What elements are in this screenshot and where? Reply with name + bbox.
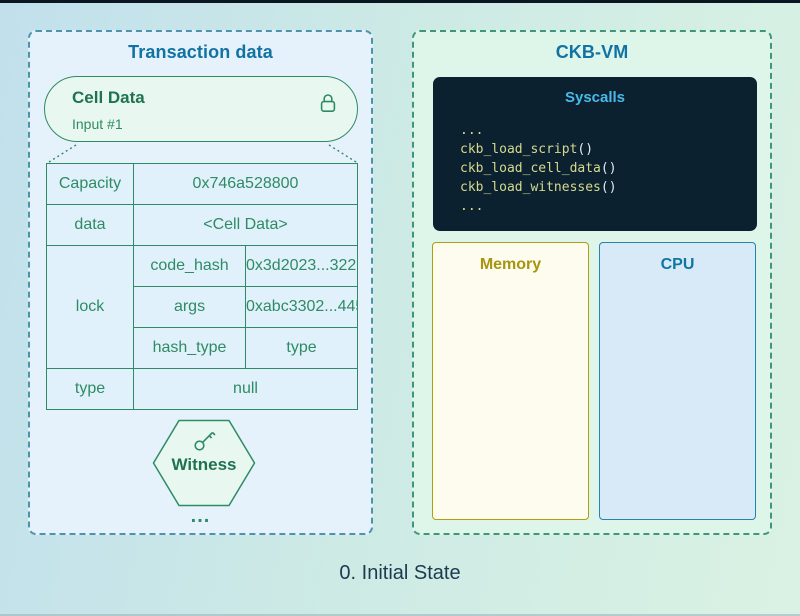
syscall-line: ckb_load_script() bbox=[460, 140, 617, 159]
transaction-data-title: Transaction data bbox=[128, 42, 273, 62]
top-edge-bar bbox=[0, 0, 800, 3]
syscall-line: ... bbox=[460, 121, 617, 140]
codehash-value-cell: 0x3d2023...3221 bbox=[245, 245, 358, 287]
cpu-label: CPU bbox=[660, 256, 695, 273]
syscall-name: ckb_load_witnesses bbox=[460, 180, 601, 195]
syscall-name: ... bbox=[460, 123, 484, 138]
args-key-cell: args bbox=[133, 286, 246, 328]
hashtype-value-cell: type bbox=[245, 327, 358, 369]
syscall-name: ckb_load_script bbox=[460, 142, 578, 157]
transaction-data-panel: Transaction data Cell Data Input #1 Capa… bbox=[28, 30, 373, 535]
lock-label-cell: lock bbox=[46, 245, 134, 369]
table-row-lock-hashtype: hash_type type bbox=[47, 327, 358, 369]
codehash-key-cell: code_hash bbox=[133, 245, 246, 287]
syscall-line: ckb_load_witnesses() bbox=[460, 178, 617, 197]
caption: 0. Initial State bbox=[339, 562, 461, 584]
table-row-lock-codehash: lock code_hash 0x3d2023...3221 bbox=[46, 245, 358, 369]
ckb-vm-title: CKB-VM bbox=[555, 42, 629, 62]
syscall-line: ... bbox=[460, 197, 617, 216]
syscalls-title: Syscalls bbox=[564, 89, 626, 106]
memory-box: Memory bbox=[432, 242, 589, 520]
type-value-cell: null bbox=[133, 368, 358, 410]
syscall-name: ckb_load_cell_data bbox=[460, 161, 601, 176]
syscalls-code: ... ckb_load_script() ckb_load_cell_data… bbox=[460, 121, 617, 216]
hashtype-key-cell: hash_type bbox=[133, 327, 246, 369]
hexagon-shape bbox=[152, 419, 256, 507]
syscall-parens: () bbox=[600, 161, 617, 176]
witness-hexagon: Witness bbox=[152, 419, 256, 507]
syscall-parens: () bbox=[577, 142, 594, 157]
data-label-cell: data bbox=[46, 204, 134, 246]
syscall-parens: () bbox=[600, 180, 617, 195]
syscalls-box: Syscalls ... ckb_load_script() ckb_load_… bbox=[433, 77, 757, 231]
bottom-edge-line bbox=[0, 614, 800, 616]
args-value-cell: 0xabc3302...4456 bbox=[245, 286, 358, 328]
capacity-value-cell: 0x746a528800 bbox=[133, 163, 358, 205]
witness-label: Witness bbox=[171, 455, 237, 474]
cell-data-title: Cell Data bbox=[72, 88, 145, 107]
cell-data-card: Cell Data Input #1 bbox=[44, 76, 358, 142]
ckb-vm-panel: CKB-VM Syscalls ... ckb_load_script() ck… bbox=[412, 30, 772, 535]
key-icon bbox=[194, 431, 216, 451]
more-witnesses-ellipsis: ... bbox=[190, 505, 211, 527]
table-row-type: type null bbox=[46, 368, 358, 410]
cpu-box: CPU bbox=[599, 242, 756, 520]
cell-data-subtitle: Input #1 bbox=[72, 116, 123, 132]
lock-icon bbox=[320, 94, 336, 113]
cell-fields-table: Capacity 0x746a528800 data <Cell Data> l… bbox=[46, 163, 358, 410]
table-row-lock-args: args 0xabc3302...4456 bbox=[47, 286, 358, 328]
syscall-name: ... bbox=[460, 199, 484, 214]
data-value-cell: <Cell Data> bbox=[133, 204, 358, 246]
table-row-data: data <Cell Data> bbox=[46, 204, 358, 246]
memory-label: Memory bbox=[479, 256, 542, 273]
type-label-cell: type bbox=[46, 368, 134, 410]
table-row-capacity: Capacity 0x746a528800 bbox=[46, 163, 358, 205]
syscall-line: ckb_load_cell_data() bbox=[460, 159, 617, 178]
capacity-label-cell: Capacity bbox=[46, 163, 134, 205]
